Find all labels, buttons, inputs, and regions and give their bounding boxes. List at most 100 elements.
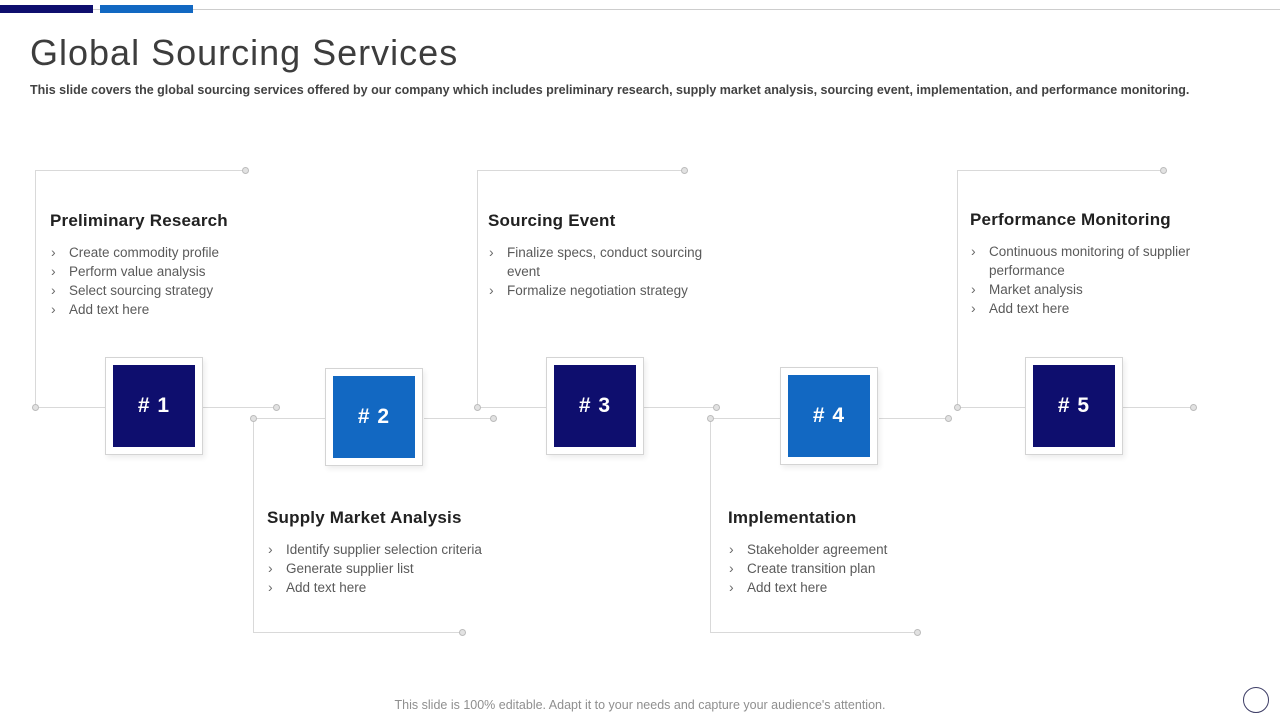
connector-line	[253, 418, 325, 419]
step5-title: Performance Monitoring	[970, 210, 1171, 229]
connector-dot	[945, 415, 952, 422]
bullet-item: › Create commodity profile	[50, 243, 282, 262]
bullet-chevron-icon: ›	[51, 244, 56, 260]
accent-bar-blue	[100, 5, 193, 13]
connector-line	[644, 407, 715, 408]
step1-title: Preliminary Research	[50, 211, 228, 230]
step1-bracket	[35, 170, 246, 408]
connector-dot	[707, 415, 714, 422]
connector-dot	[459, 629, 466, 636]
bullet-item: › Add text here	[728, 578, 958, 597]
connector-dot	[954, 404, 961, 411]
connector-dot	[490, 415, 497, 422]
step4-number-box: # 4	[780, 367, 878, 465]
bullet-item: › Formalize negotiation strategy	[488, 281, 703, 300]
bullet-item: ›Generate supplier list	[267, 559, 533, 578]
connector-dot	[32, 404, 39, 411]
bullet-chevron-icon: ›	[51, 263, 56, 279]
step1-number-box: # 1	[105, 357, 203, 455]
bullet-text: Identify supplier selection criteria	[286, 542, 482, 557]
connector-dot	[1160, 167, 1167, 174]
bullet-item: ›Create transition plan	[728, 559, 958, 578]
connector-line	[424, 418, 492, 419]
slide-subtitle: This slide covers the global sourcing se…	[30, 83, 1190, 97]
step2-number-label: # 2	[333, 376, 415, 458]
bullet-text: Add text here	[286, 580, 367, 595]
bullet-item: › Stakeholder agreement	[728, 540, 958, 559]
connector-line	[1123, 407, 1192, 408]
connector-dot	[273, 404, 280, 411]
bullet-text: Create commodity profile	[69, 245, 220, 260]
top-accent-line	[0, 9, 1280, 10]
bullet-item: › Select sourcing strategy	[50, 281, 282, 300]
accent-bar-navy	[0, 5, 93, 13]
connector-dot	[713, 404, 720, 411]
step4-card: Implementation ›Stakeholder agreement ›C…	[728, 508, 958, 597]
step2-card: Supply Market Analysis › Identify supplie…	[267, 508, 533, 597]
step1-card: Preliminary Research › Create commodity p…	[50, 211, 282, 319]
step5-card: Performance Monitoring › Continuous monit…	[970, 210, 1228, 318]
connector-line	[957, 407, 1025, 408]
step4-bracket	[710, 418, 918, 633]
slide-title: Global Sourcing Services	[30, 32, 459, 73]
step4-title: Implementation	[728, 508, 857, 527]
bullet-item: › Identify supplier selection criteria	[267, 540, 533, 559]
connector-dot	[474, 404, 481, 411]
bullet-item: › Add text here	[970, 299, 1228, 318]
bullet-text: Add text here	[747, 580, 828, 595]
bullet-chevron-icon: ›	[268, 541, 273, 557]
bullet-text: Generate supplier list	[286, 561, 414, 576]
step2-bracket	[253, 418, 463, 633]
bullet-text: Create transition plan	[747, 561, 876, 576]
bullet-chevron-icon: ›	[51, 301, 56, 317]
step5-bullets: › Continuous monitoring of supplier perfo…	[970, 242, 1228, 318]
bullet-item: › Market analysis	[970, 280, 1228, 299]
bullet-text: Formalize negotiation strategy	[507, 283, 688, 298]
bullet-chevron-icon: ›	[729, 541, 734, 557]
bullet-item: › Add text here	[50, 300, 282, 319]
bullet-text: Add text here	[989, 301, 1070, 316]
bullet-text: Add text here	[69, 302, 150, 317]
step1-bullets: › Create commodity profile › Perform value…	[50, 243, 282, 319]
bullet-item: › Perform value analysis	[50, 262, 282, 281]
step5-number-label: # 5	[1033, 365, 1115, 447]
connector-dot	[914, 629, 921, 636]
bullet-chevron-icon: ›	[729, 579, 734, 595]
step2-number-box: # 2	[325, 368, 423, 466]
connector-line	[35, 407, 105, 408]
bullet-chevron-icon: ›	[971, 300, 976, 316]
bullet-item: ›Finalize specs, conduct sourcing event	[488, 243, 703, 281]
footer-note: This slide is 100% editable. Adapt it to…	[394, 698, 886, 712]
bullet-text: Perform value analysis	[69, 264, 206, 279]
step3-number-label: # 3	[554, 365, 636, 447]
decorative-circle	[1243, 687, 1269, 713]
connector-line	[879, 418, 947, 419]
bullet-chevron-icon: ›	[971, 281, 976, 297]
bullet-chevron-icon: ›	[971, 243, 976, 259]
bullet-chevron-icon: ›	[51, 282, 56, 298]
step5-bracket	[957, 170, 1164, 408]
step3-title: Sourcing Event	[488, 211, 616, 230]
step4-number-label: # 4	[788, 375, 870, 457]
bullet-text: Select sourcing strategy	[69, 283, 214, 298]
bullet-text: Continuous monitoring of supplier perfor…	[989, 244, 1191, 278]
bullet-chevron-icon: ›	[489, 244, 494, 260]
bullet-text: Stakeholder agreement	[747, 542, 888, 557]
step3-bullets: ›Finalize specs, conduct sourcing event …	[488, 243, 703, 300]
step5-number-box: # 5	[1025, 357, 1123, 455]
connector-dot	[250, 415, 257, 422]
step2-title: Supply Market Analysis	[267, 508, 462, 527]
step3-card: Sourcing Event ›Finalize specs, conduct …	[488, 211, 703, 300]
step1-number-label: # 1	[113, 365, 195, 447]
bullet-item: › Continuous monitoring of supplier perfo…	[970, 242, 1228, 280]
step3-bracket	[477, 170, 685, 408]
bullet-text: Market analysis	[989, 282, 1083, 297]
connector-dot	[1190, 404, 1197, 411]
connector-line	[710, 418, 780, 419]
bullet-chevron-icon: ›	[489, 282, 494, 298]
step4-bullets: ›Stakeholder agreement ›Create transitio…	[728, 540, 958, 597]
connector-line	[203, 407, 275, 408]
connector-dot	[242, 167, 249, 174]
bullet-item: ›Add text here	[267, 578, 533, 597]
